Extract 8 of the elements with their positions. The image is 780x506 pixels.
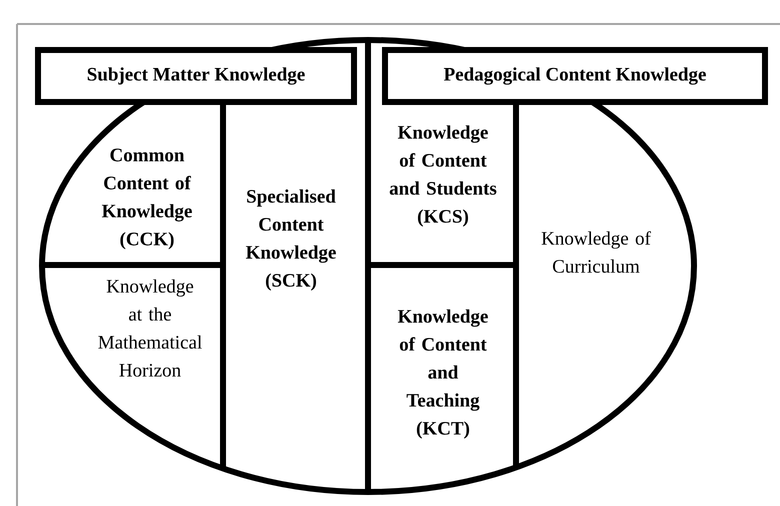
heading-box: Pedagogical Content Knowledge [382,47,768,105]
domain-label: Common Content of Knowledge (CCK) [102,148,192,250]
domain-label: Knowledge of Content and Students (KCS) [390,125,496,227]
domain-label: Specialised Content Knowledge (SCK) [246,189,336,291]
domain-label: Knowledge of Curriculum [542,231,651,273]
heading-box: Subject Matter Knowledge [35,47,357,105]
domain-label: Knowledge at the Mathematical Horizon [98,279,202,377]
domain-label: Knowledge of Content and Teaching (KCT) [398,309,488,439]
